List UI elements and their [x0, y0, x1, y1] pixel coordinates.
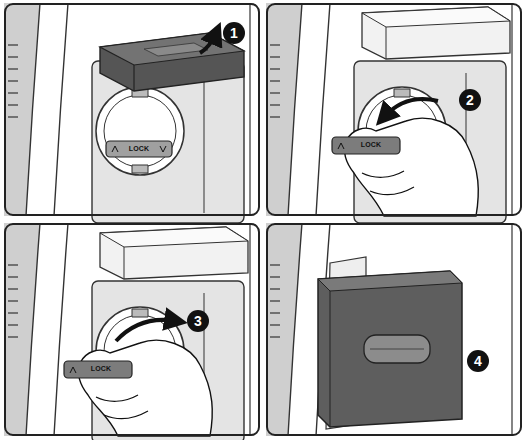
- step-panel: [266, 223, 522, 436]
- lock-knob: [70, 367, 76, 373]
- callout-number: 1: [223, 22, 245, 44]
- battery-cover: [362, 7, 510, 59]
- lift-arrow: [200, 33, 216, 53]
- battery-cover: [124, 247, 125, 279]
- hand: [96, 395, 138, 401]
- hand: [344, 118, 478, 216]
- battery-cover: [318, 271, 462, 291]
- battery-cover: [362, 7, 510, 59]
- battery-cover: [100, 227, 248, 247]
- battery-cover: [386, 27, 387, 59]
- step-panel: [266, 223, 522, 436]
- panel-frame: [267, 4, 521, 215]
- step-panel: [4, 223, 260, 440]
- lock-knob: [160, 146, 166, 152]
- turn-arrow: [384, 99, 438, 117]
- lock-knob: [112, 146, 118, 152]
- hand: [78, 340, 212, 436]
- lock-knob: [332, 137, 400, 154]
- lock-knob: [338, 143, 344, 149]
- lock-knob: [64, 361, 132, 378]
- callout-number: 4: [467, 350, 489, 372]
- knob-label: LOCK: [91, 365, 112, 373]
- knob-label: LOCK: [129, 145, 150, 153]
- battery-cover: [318, 271, 462, 427]
- lock-knob: [64, 361, 132, 378]
- hand: [370, 187, 414, 194]
- knob-label: LOCK: [361, 141, 382, 149]
- step-panel: [4, 3, 260, 223]
- battery-cover: [100, 227, 248, 279]
- lock-knob: [106, 141, 172, 157]
- battery-cover: [370, 349, 424, 350]
- battery-cover: [144, 43, 208, 56]
- panel-frame: [5, 4, 259, 215]
- battery-cover: [364, 335, 430, 363]
- lock-knob: [332, 137, 400, 154]
- battery-cover: [100, 227, 248, 279]
- battery-cover: [330, 291, 331, 427]
- battery-cover: [318, 271, 462, 427]
- callout-number: 2: [459, 89, 481, 111]
- battery-cover: [100, 33, 244, 65]
- battery-cover: [133, 65, 134, 91]
- callout-number: 3: [187, 310, 209, 332]
- hand: [362, 171, 404, 177]
- lock-knob: [106, 141, 172, 157]
- turn-arrow: [116, 320, 176, 341]
- panel-frame: [5, 224, 259, 435]
- battery-cover: [100, 33, 244, 91]
- battery-cover: [100, 33, 244, 91]
- step-panel: [266, 3, 522, 223]
- hand: [104, 411, 148, 418]
- panel-frame: [267, 224, 521, 435]
- battery-cover: [362, 7, 510, 27]
